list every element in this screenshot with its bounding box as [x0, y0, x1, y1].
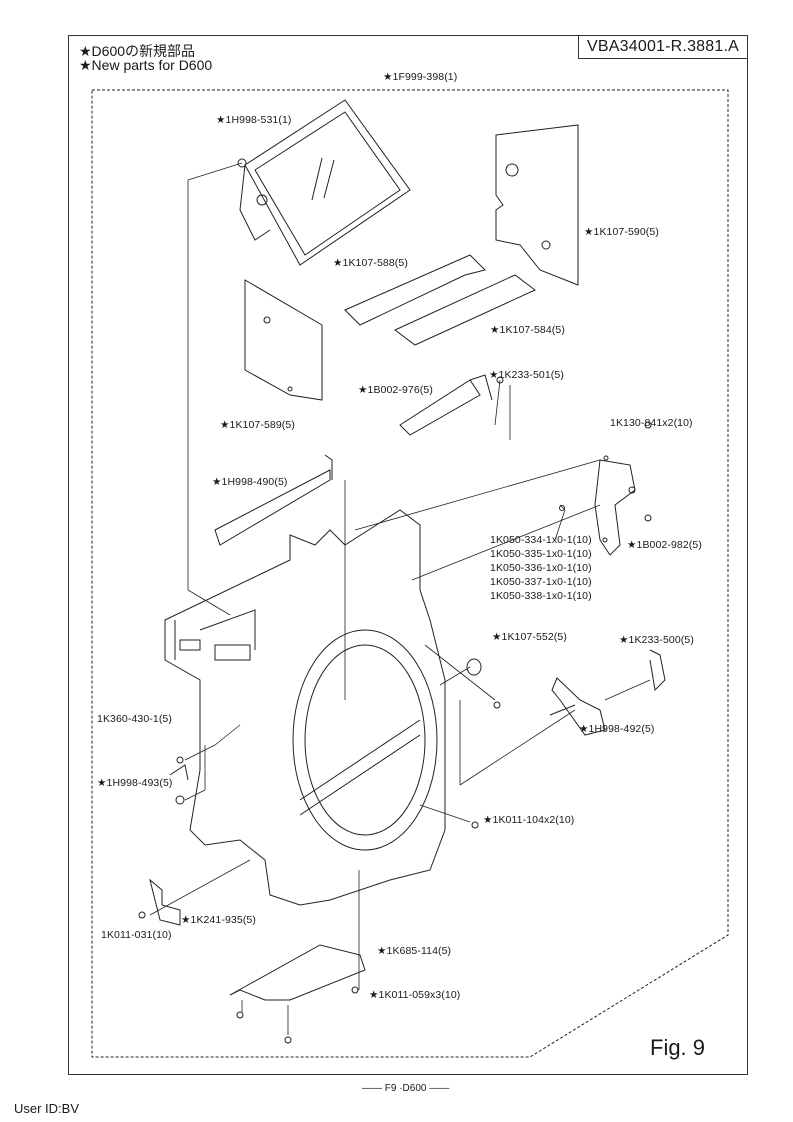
part-label-1K011-104: ★1K011-104x2(10) [483, 814, 575, 826]
part-label-1H998-493: ★1H998-493(5) [97, 777, 173, 789]
figure-label: Fig. 9 [650, 1035, 706, 1060]
part-label-1K050-334: 1K050-334-1x0-1(10) [490, 534, 592, 546]
part-label-1K050-335: 1K050-335-1x0-1(10) [490, 548, 592, 560]
part-label-1K107-589: ★1K107-589(5) [220, 419, 295, 431]
pin-493 [169, 764, 189, 781]
part-label-1B002-982: ★1B002-982(5) [627, 539, 702, 551]
new-parts-note-en: ★New parts for D600 [79, 57, 213, 73]
roller-552 [466, 658, 482, 676]
part-label-1K107-588: ★1K107-588(5) [333, 257, 408, 269]
part-label-1H998-492: ★1H998-492(5) [579, 723, 655, 735]
part-label-1H998-531: ★1H998-531(1) [216, 114, 292, 126]
bracket-490 [214, 469, 331, 546]
new-parts-note-jp: ★D600の新規部品 [79, 43, 196, 59]
screw-icons [138, 421, 652, 1044]
lever-976 [399, 379, 481, 436]
spring-500 [649, 649, 666, 692]
part-label-1K107-584: ★1K107-584(5) [490, 324, 565, 336]
lever-plate-982 [594, 459, 636, 556]
base-plate-685 [229, 944, 366, 1001]
sheet-589 [244, 279, 323, 401]
sheet-584 [394, 274, 536, 346]
part-label-1K011-059: ★1K011-059x3(10) [369, 989, 461, 1001]
mirror-box-part [238, 100, 411, 266]
user-id: User ID:BV [14, 1101, 80, 1116]
bracket-935 [149, 878, 181, 926]
leader-lines [149, 162, 651, 1035]
part-label-1K360-430: 1K360-430-1(5) [97, 713, 172, 725]
part-label-1K130-841: 1K130-841x2(10) [610, 417, 693, 429]
part-label-1H998-490: ★1H998-490(5) [212, 476, 288, 488]
part-label-1K011-031: 1K011-031(10) [101, 929, 172, 941]
page-footer: —— F9 ·D600 —— [362, 1083, 450, 1094]
part-label-1K107-552: ★1K107-552(5) [492, 631, 567, 643]
part-label-1K050-338: 1K050-338-1x0-1(10) [490, 590, 592, 602]
assembly-boundary [91, 89, 729, 1058]
arm-492 [551, 677, 606, 736]
part-label-1K233-501: ★1K233-501(5) [489, 369, 564, 381]
part-label-1K050-337: 1K050-337-1x0-1(10) [490, 576, 592, 588]
mirror-box-body [164, 509, 446, 906]
part-label-1K233-500: ★1K233-500(5) [619, 634, 694, 646]
assembly-label: ★1F999-398(1) [383, 71, 458, 83]
sheet-588 [344, 254, 486, 326]
drawing-frame: VBA34001-R.3881.A ★D600の新規部品 ★New parts … [68, 35, 748, 1075]
part-label-1K107-590: ★1K107-590(5) [584, 226, 659, 238]
part-label-1K685-114: ★1K685-114(5) [377, 945, 452, 957]
part-label-1K241-935: ★1K241-935(5) [181, 914, 256, 926]
part-label-1K050-336: 1K050-336-1x0-1(10) [490, 562, 592, 574]
document-id: VBA34001-R.3881.A [578, 36, 747, 59]
part-label-1B002-976: ★1B002-976(5) [358, 384, 433, 396]
shield-plate-590 [495, 124, 579, 286]
